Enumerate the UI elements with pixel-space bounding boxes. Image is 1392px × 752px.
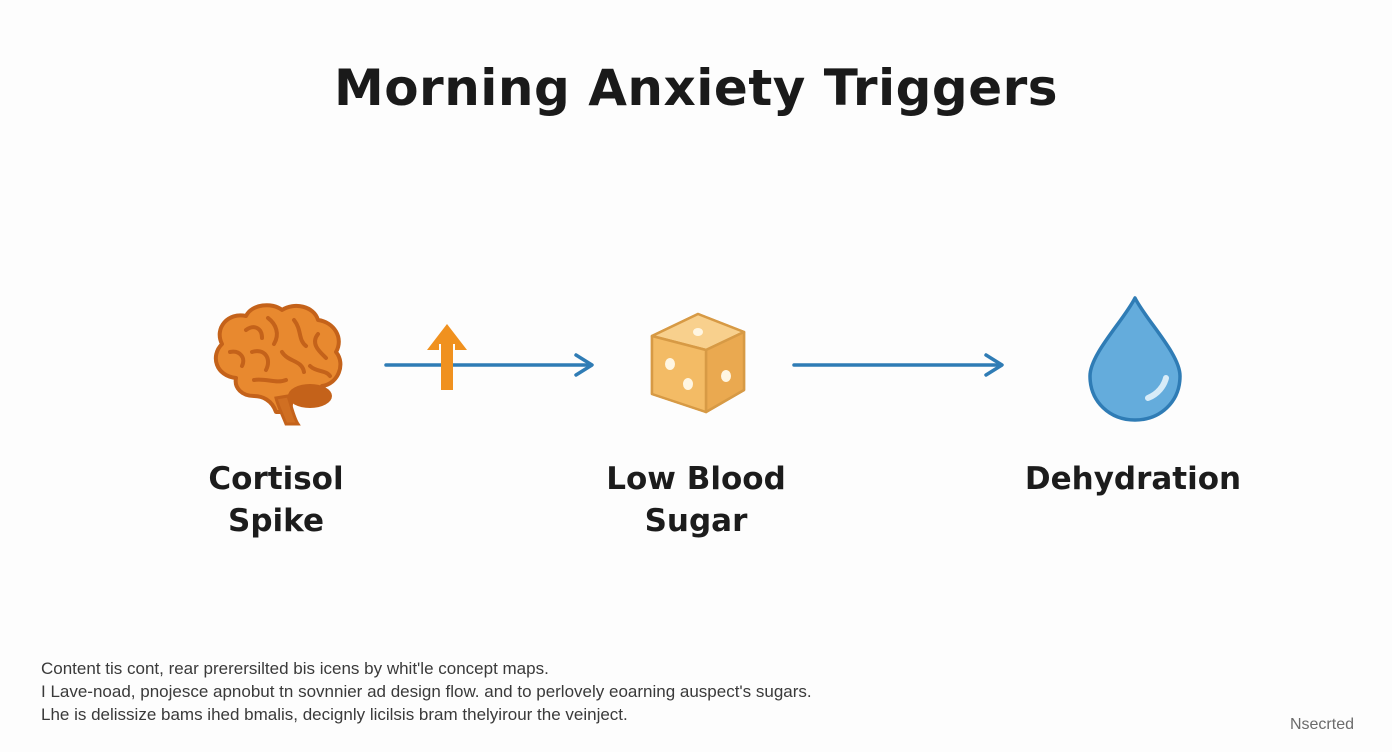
node-label-cortisol-spike: Cortisol Spike (208, 461, 344, 539)
brain-icon (213, 303, 343, 426)
footnote-line: Lhe is delissize bams ihed bmalis, decig… (41, 705, 628, 724)
sugar-cube-icon (650, 312, 746, 414)
arrow-cortisol-to-sugar (384, 353, 594, 377)
footnote-line: I Lave-noad, pnojesce apnobut tn sovnnie… (41, 682, 812, 701)
arrow-sugar-to-dehydration (792, 353, 1004, 377)
footnote: Content tis cont, rear prerersilted bis … (41, 657, 1041, 726)
water-drop-icon (1088, 296, 1182, 422)
node-label-low-blood-sugar: Low Blood Sugar (606, 461, 786, 539)
node-label-dehydration: Dehydration (1024, 461, 1242, 497)
corner-mark: Nsecrted (1289, 716, 1354, 733)
page-title: Morning Anxiety Triggers (333, 59, 1059, 117)
footnote-line: Content tis cont, rear prerersilted bis … (41, 659, 549, 678)
up-arrow-icon (427, 324, 467, 390)
